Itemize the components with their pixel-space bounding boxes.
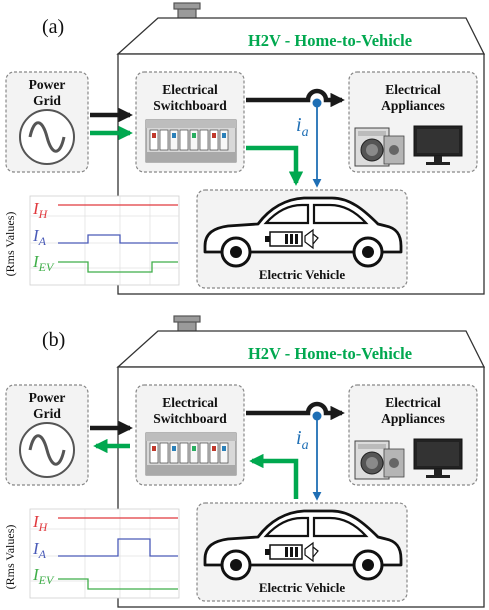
power-grid-label-line2: Grid [33,406,61,421]
switchboard-label-line2: Switchboard [153,98,227,113]
current-sensor-dot [312,411,322,421]
appliances-label-line2: Appliances [381,411,445,426]
series-line-ia [58,234,178,244]
panel-label: (b) [42,329,65,351]
current-label: ia [296,114,309,140]
panel-label: (a) [42,16,64,38]
series-label-ia: IA [32,226,47,248]
switchboard-to-appliances-arrow [246,88,345,108]
switchboard-label-line2: Switchboard [153,411,227,426]
switchboard-label-line1: Electrical [162,82,218,97]
power-grid-label-line1: Power [29,390,66,405]
series-line-ia [58,538,178,557]
series-label-ih: IH [32,512,49,534]
panel-a: (a) H2V - Home-to-Vehicle Power Grid Ele… [3,2,485,295]
house-title: H2V - Home-to-Vehicle [248,31,412,50]
current-label: ia [296,427,309,453]
panel-b: (b) H2V - Home-to-Vehicle Power Grid Ele… [3,315,485,608]
appliances-label-line1: Electrical [385,82,441,97]
series-label-iev: IEV [32,565,55,587]
switchboard-to-appliances-arrow [246,401,345,421]
appliances-label-line2: Appliances [381,98,445,113]
house-title: H2V - Home-to-Vehicle [248,344,412,363]
power-grid-label-line1: Power [29,77,66,92]
power-grid-label-line2: Grid [33,93,61,108]
series-label-ia: IA [32,539,47,561]
appliances-label-line1: Electrical [385,395,441,410]
series-line-iev [58,578,178,590]
current-sensor-dot [312,98,322,108]
series-line-iev [58,261,178,273]
vehicle-label: Electric Vehicle [259,267,346,282]
vehicle-label: Electric Vehicle [259,580,346,595]
series-label-iev: IEV [32,252,55,274]
vehicle-to-switchboard-green-arrow [249,453,299,499]
switchboard-to-vehicle-green-arrow [246,145,304,186]
plot-y-axis-title: (Rms Values) [3,212,17,277]
plot-y-axis-title: (Rms Values) [3,525,17,590]
series-label-ih: IH [32,199,49,221]
switchboard-label-line1: Electrical [162,395,218,410]
